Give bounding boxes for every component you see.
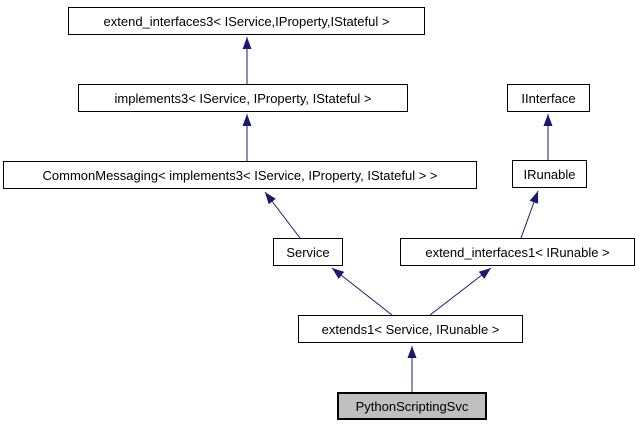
class-node-label: extends1< Service, IRunable > <box>321 321 500 337</box>
class-node-extend-interfaces3[interactable]: extend_interfaces3< IService,IProperty,I… <box>68 7 425 35</box>
class-node-extend-interfaces1[interactable]: extend_interfaces1< IRunable > <box>400 238 635 266</box>
class-node-service[interactable]: Service <box>273 238 343 266</box>
class-node-commonmessaging[interactable]: CommonMessaging< implements3< IService, … <box>3 161 477 189</box>
class-node-label: extend_interfaces1< IRunable > <box>425 244 610 260</box>
class-node-pythonscriptingsvc-current: PythonScriptingSvc <box>337 392 487 420</box>
class-node-iinterface[interactable]: IInterface <box>507 84 590 112</box>
class-node-label: PythonScriptingSvc <box>355 398 469 414</box>
edge-extend-interfaces1-to-irunable <box>520 190 539 239</box>
edge-extends1-to-extend-interfaces1 <box>429 267 492 316</box>
class-node-implements3[interactable]: implements3< IService, IProperty, IState… <box>78 84 408 112</box>
class-node-extends1[interactable]: extends1< Service, IRunable > <box>298 315 523 343</box>
class-node-label: IRunable <box>523 166 576 182</box>
edge-service-to-commonmessaging <box>264 191 301 239</box>
class-node-label: extend_interfaces3< IService,IProperty,I… <box>103 13 390 29</box>
class-node-label: CommonMessaging< implements3< IService, … <box>42 167 438 183</box>
class-node-irunable[interactable]: IRunable <box>512 160 587 188</box>
class-node-label: IInterface <box>521 90 576 106</box>
class-node-label: implements3< IService, IProperty, IState… <box>114 90 372 106</box>
edge-extends1-to-service <box>331 267 393 316</box>
class-node-label: Service <box>286 244 330 260</box>
